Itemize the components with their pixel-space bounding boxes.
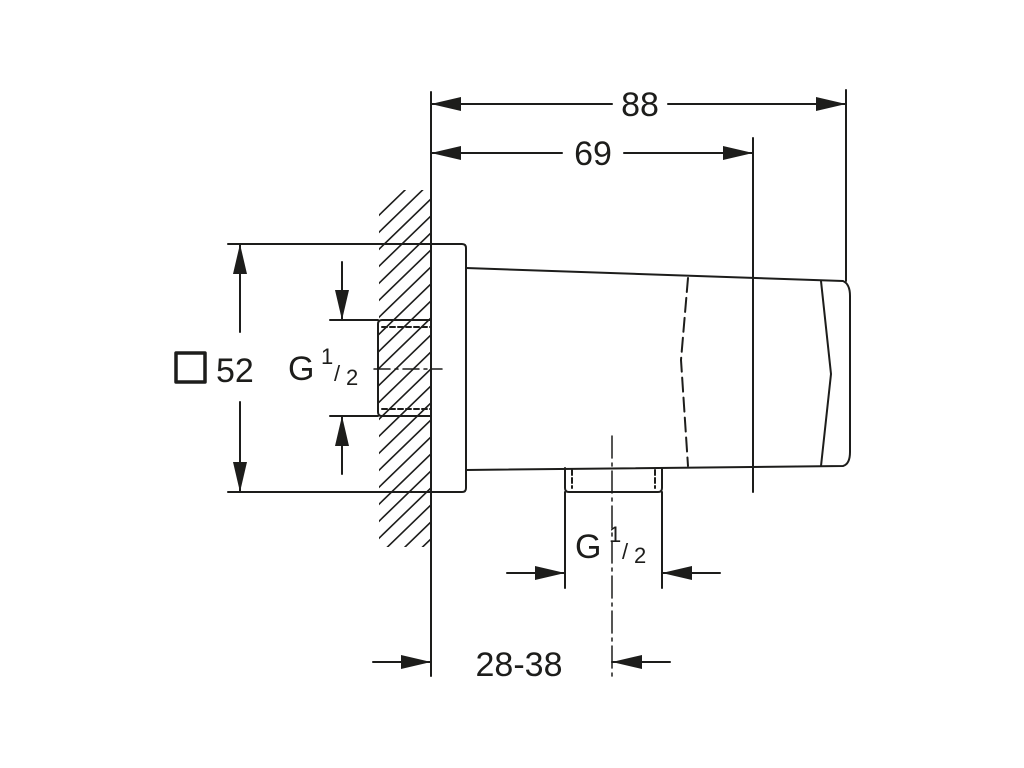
hatch-line [379, 316, 431, 370]
dim-69-arrow-left [431, 146, 461, 160]
hatch-line [379, 452, 431, 506]
hatch-line [421, 537, 431, 547]
hatch-line [379, 231, 431, 285]
dim-52-arrow-bottom [233, 462, 247, 492]
hatch-line [379, 384, 431, 438]
hatch-line [403, 520, 431, 547]
dim-88-arrow-left [431, 97, 461, 111]
dim-52-arrow-top [233, 244, 247, 274]
dim-28-38-arrow-left [401, 655, 431, 669]
dim-28-38-label: 28-38 [476, 646, 563, 684]
dim-52-label: 52 [216, 352, 254, 390]
hatch-line [379, 248, 431, 302]
outlet-thread-label: G 1 / 2 [575, 522, 646, 568]
hidden-cavity-line [680, 277, 689, 467]
hatch-line [379, 190, 407, 217]
front-seam [820, 280, 832, 467]
hatch-line [379, 469, 431, 523]
svg-text:1: 1 [609, 522, 621, 547]
dim-69-arrow-right [723, 146, 753, 160]
svg-text:2: 2 [346, 365, 358, 390]
svg-text:G: G [575, 528, 601, 566]
hatch-line [379, 190, 424, 234]
square-section-symbol-icon [174, 351, 207, 384]
dim-28-38-arrow-right [612, 655, 642, 669]
hatch-line [379, 197, 431, 251]
wall-thread-arrow-bottom [335, 416, 349, 446]
hatch-line [379, 333, 431, 387]
svg-text:2: 2 [634, 543, 646, 568]
hatch-line [379, 282, 431, 336]
svg-text:/: / [622, 539, 629, 564]
outlet-thread-arrow-left [535, 566, 565, 580]
hatch-line [372, 551, 436, 613]
outlet-thread-arrow-right [662, 566, 692, 580]
dim-69-label: 69 [574, 135, 612, 173]
hatch-line [379, 486, 431, 540]
hatch-line [379, 418, 431, 472]
hatch-line [379, 435, 431, 489]
svg-text:/: / [334, 361, 341, 386]
hatch-line [379, 401, 431, 455]
outlet-thread-nipple [564, 467, 663, 493]
elbow-body [465, 267, 851, 471]
dim-88-arrow-right [816, 97, 846, 111]
hatch-line [379, 265, 431, 319]
wall-hatching [372, 190, 436, 613]
dim-88-label: 88 [621, 86, 659, 124]
wall-thread-nipple [377, 319, 432, 417]
svg-text:1: 1 [321, 344, 333, 369]
hatch-line [379, 214, 431, 268]
hatch-line [379, 350, 431, 404]
wall-thread-label: G 1 / 2 [288, 344, 358, 390]
hatch-line [386, 503, 431, 547]
wall-flange [430, 243, 467, 493]
wall-thread-arrow-top [335, 290, 349, 320]
svg-text:G: G [288, 350, 314, 388]
